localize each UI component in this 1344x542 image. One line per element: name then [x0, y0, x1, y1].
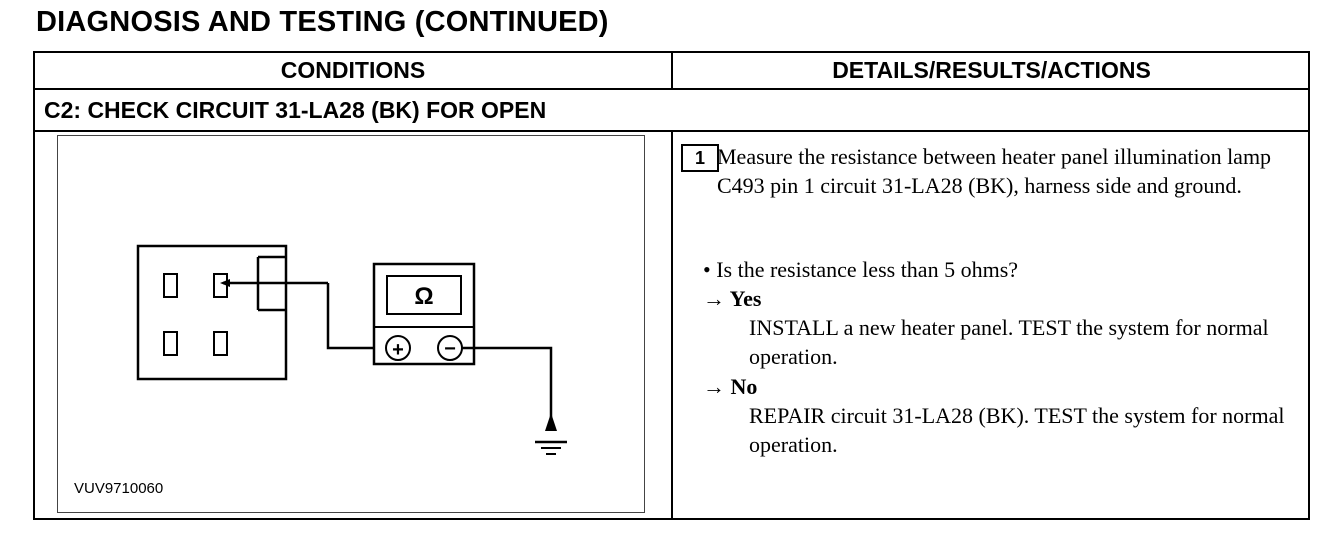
plus-terminal-label: +: [392, 339, 404, 361]
wiring-diagram: Ω + −: [136, 244, 567, 455]
figure-id: VUV9710060: [74, 480, 164, 497]
yes-label: → Yes: [703, 286, 762, 311]
negative-lead: [462, 346, 553, 423]
header-divider: [35, 88, 1308, 90]
yes-action: INSTALL a new heater panel. TEST the sys…: [749, 315, 1269, 369]
wiring-figure: Ω + − VUV9710060: [57, 135, 645, 513]
step-title: C2: CHECK CIRCUIT 31-LA28 (BK) FOR OPEN: [44, 97, 547, 123]
minus-terminal-label: −: [444, 338, 456, 360]
step-instruction: Measure the resistance between heater pa…: [717, 144, 1272, 198]
column-divider: [671, 132, 673, 520]
test-question: • Is the resistance less than 5 ohms?: [703, 257, 1019, 282]
diagnosis-table: CONDITIONS DETAILS/RESULTS/ACTIONS C2: C…: [33, 51, 1310, 520]
step-number-badge: 1: [681, 144, 719, 172]
page-title: DIAGNOSIS AND TESTING (CONTINUED): [36, 6, 609, 38]
positive-lead: [326, 283, 388, 350]
conditions-header: CONDITIONS: [280, 57, 426, 83]
ohm-symbol: Ω: [414, 283, 433, 310]
ohmmeter-icon: [372, 262, 476, 366]
probe-tip-icon: [220, 279, 230, 287]
step-divider: [35, 130, 1308, 132]
no-action: REPAIR circuit 31-LA28 (BK). TEST the sy…: [749, 403, 1285, 457]
ground-icon: [535, 413, 567, 455]
details-header: DETAILS/RESULTS/ACTIONS: [832, 57, 1151, 83]
no-label: → No: [703, 374, 758, 399]
connector-icon: [136, 244, 288, 381]
column-divider: [671, 53, 673, 89]
